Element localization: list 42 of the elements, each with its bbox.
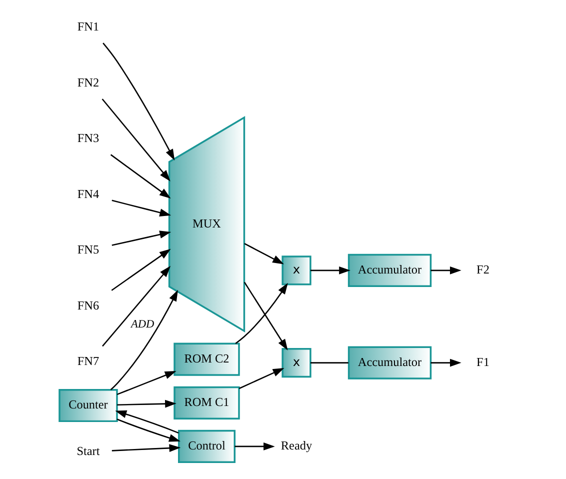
node-text: FN4	[77, 186, 100, 201]
node-text: Ready	[280, 438, 312, 453]
node-box: x	[282, 348, 312, 378]
arrow	[430, 266, 462, 274]
node-text: FN6	[77, 298, 100, 312]
arrow	[116, 418, 180, 442]
node-text: Start	[76, 444, 100, 458]
node-text: FN3	[77, 131, 100, 146]
node-box: ROM C2	[174, 342, 240, 376]
arrow	[115, 410, 179, 434]
node-text: FN1	[77, 20, 100, 34]
node-text: FN7	[77, 354, 100, 368]
arrow	[102, 266, 171, 347]
arrow	[111, 248, 171, 291]
connector	[310, 362, 348, 364]
arrow	[244, 243, 284, 264]
node-box: Control	[178, 430, 236, 464]
arrow	[110, 154, 171, 199]
node-text: FN2	[77, 75, 100, 90]
arrow	[117, 400, 176, 408]
node-box: Accumulator	[348, 254, 432, 287]
node-box: ROM C1	[174, 386, 240, 420]
arrow	[244, 282, 288, 350]
node-box: Counter	[58, 388, 118, 422]
arrow	[112, 444, 181, 452]
arrow	[112, 230, 172, 246]
node-text: FN5	[77, 242, 100, 257]
arrow	[238, 368, 284, 390]
arrow	[102, 42, 175, 161]
arrow	[430, 358, 462, 367]
arrow	[116, 371, 176, 396]
arrow	[310, 266, 350, 274]
node-box: Accumulator	[348, 346, 432, 380]
node-text: F2	[476, 262, 490, 277]
node-text: F1	[476, 355, 490, 370]
edge-label: ADD	[130, 318, 154, 330]
arrow	[235, 282, 288, 344]
arrow	[112, 200, 172, 216]
arrow	[102, 98, 170, 182]
arrow	[234, 442, 275, 450]
node-box: x	[282, 256, 312, 286]
arrow	[110, 290, 178, 390]
